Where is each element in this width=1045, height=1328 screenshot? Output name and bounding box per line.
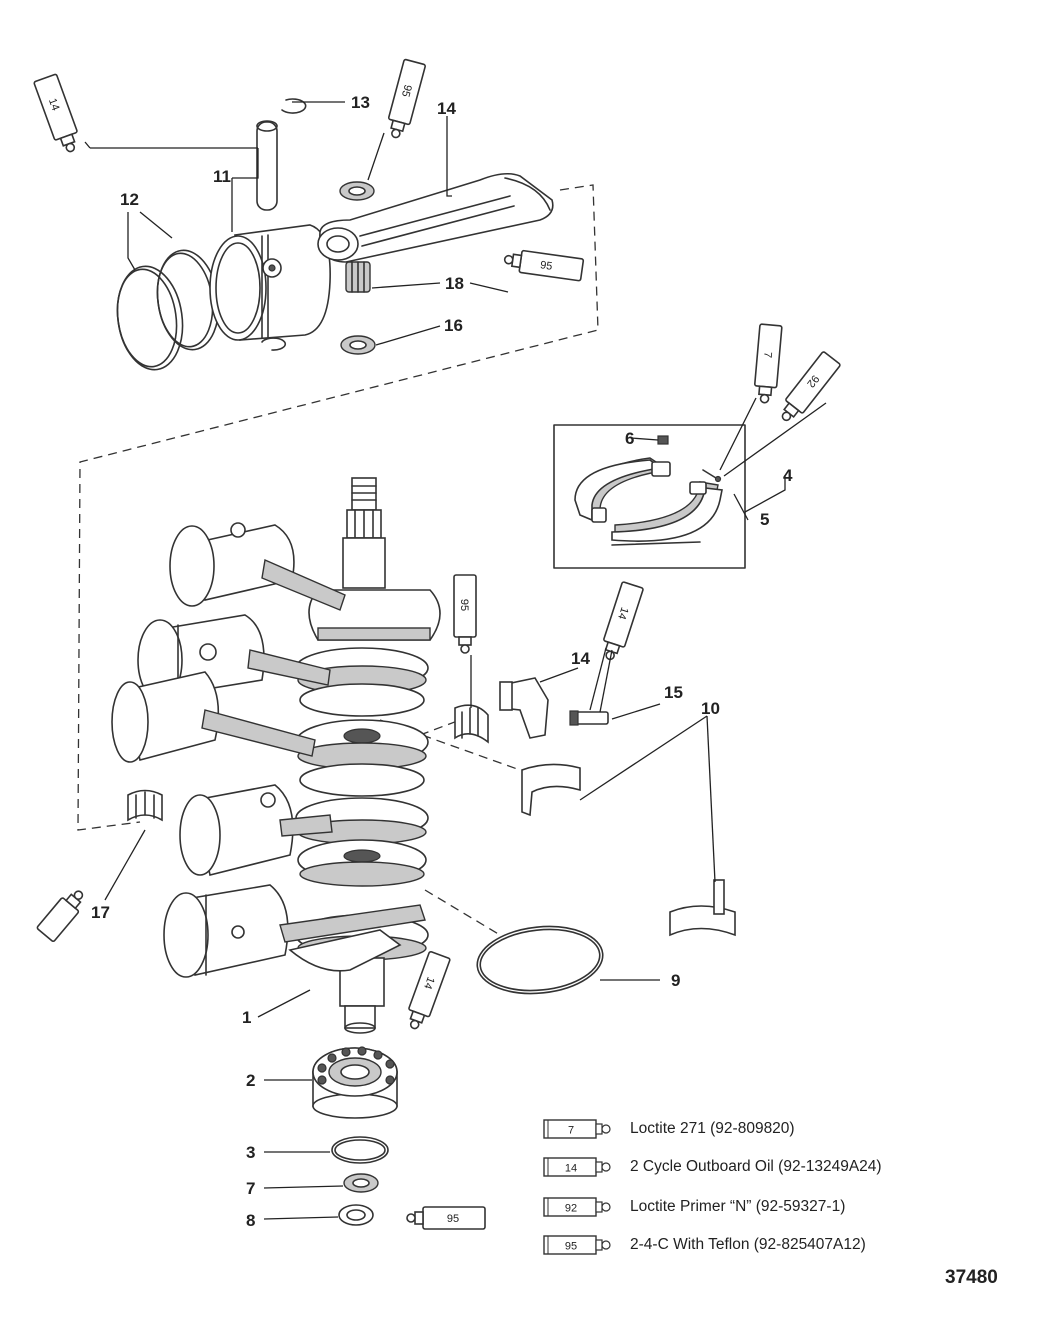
rod-washer-top [339, 181, 375, 201]
svg-text:7: 7 [761, 351, 773, 358]
callout-9: 9 [671, 971, 680, 990]
legend-label: 2-4-C With Teflon (92-825407A12) [630, 1236, 866, 1253]
legend-row-7: 7 Loctite 271 (92-809820) [542, 1116, 795, 1142]
seal-carrier-inset-frame [553, 424, 746, 569]
tube-95-top: 95 [387, 58, 426, 139]
legend-label: Loctite Primer “N” (92-59327-1) [630, 1198, 846, 1215]
callout-2: 2 [246, 1071, 255, 1090]
callout-3: 3 [246, 1143, 255, 1162]
callout-7: 7 [246, 1179, 255, 1198]
callout-1: 1 [242, 1008, 251, 1027]
seal-washer [338, 1204, 374, 1226]
svg-text:92: 92 [565, 1203, 577, 1215]
figure-number: 37480 [945, 1267, 998, 1288]
tube-14-left [36, 890, 84, 943]
ring-dashed-leader [424, 889, 501, 936]
rod-cap [499, 677, 549, 739]
callout-10: 10 [701, 699, 720, 718]
piston-set-left [111, 522, 426, 978]
leader-lines [84, 101, 827, 1220]
tube-92: 92 [781, 351, 841, 422]
seal-carrier [574, 435, 723, 546]
svg-text:14: 14 [565, 1163, 577, 1175]
legend-row-95: 95 2-4-C With Teflon (92-825407A12) [542, 1232, 866, 1258]
legend-label: Loctite 271 (92-809820) [630, 1120, 795, 1137]
bearing-dashed-leader-2 [419, 719, 461, 736]
rod-cap-screw [569, 710, 609, 726]
tube-icon: 92 [542, 1196, 612, 1218]
callout-17: 17 [91, 903, 110, 922]
tube-14-side: 14 [603, 581, 644, 661]
oil-seal [343, 1173, 379, 1193]
svg-text:92: 92 [804, 373, 821, 390]
tube-icon: 7 [542, 1118, 612, 1140]
callout-numbers: 13 14 11 12 18 16 6 4 5 14 15 10 17 9 1 … [91, 93, 793, 1230]
ball-bearing [312, 1046, 398, 1119]
callout-14-mid: 14 [571, 649, 590, 668]
callout-18: 18 [445, 274, 464, 293]
needle-bearing-cage [454, 704, 489, 744]
callout-8: 8 [246, 1211, 255, 1230]
tube-icon: 95 [542, 1234, 612, 1256]
tube-14-top: 14 [33, 73, 78, 153]
legend-row-92: 92 Loctite Primer “N” (92-59327-1) [542, 1194, 845, 1220]
needle-bearing-top [345, 261, 371, 293]
piston-pin [256, 120, 278, 211]
svg-text:95: 95 [458, 599, 470, 611]
main-bearing-half-lower [669, 879, 736, 937]
svg-text:95: 95 [447, 1213, 459, 1225]
callout-12: 12 [120, 190, 139, 209]
callout-6: 6 [625, 429, 634, 448]
piston-rings [116, 249, 220, 371]
legend-row-14: 14 2 Cycle Outboard Oil (92-13249A24) [542, 1154, 882, 1180]
retaining-ring-top [281, 98, 307, 114]
callout-15: 15 [664, 683, 683, 702]
rod-washer-bottom [340, 335, 376, 355]
retaining-ring-bottom [261, 337, 287, 351]
legend-label: 2 Cycle Outboard Oil (92-13249A24) [630, 1158, 882, 1175]
snap-ring [331, 1136, 389, 1164]
svg-text:7: 7 [568, 1125, 574, 1137]
tube-95-mid: 95 [503, 249, 585, 282]
tube-95-side: 95 [453, 574, 477, 654]
callout-5: 5 [760, 510, 769, 529]
callout-13: 13 [351, 93, 370, 112]
callout-11: 11 [213, 167, 231, 186]
svg-text:14: 14 [421, 975, 436, 991]
callout-14-top: 14 [437, 99, 456, 118]
svg-text:14: 14 [615, 606, 630, 621]
needle-bearing-left [127, 789, 163, 822]
connecting-rod [317, 172, 554, 263]
svg-text:14: 14 [46, 97, 61, 113]
piston [209, 224, 331, 341]
tube-95-bottom: 95 [406, 1206, 486, 1230]
main-bearing-half-upper [521, 763, 581, 817]
svg-text:95: 95 [539, 259, 553, 273]
snap-ring-inner [334, 1139, 386, 1161]
svg-text:95: 95 [565, 1241, 577, 1253]
bearing-dashed-leader [379, 719, 521, 771]
callout-16: 16 [444, 316, 463, 335]
callout-4: 4 [783, 466, 793, 485]
tube-7: 7 [754, 323, 783, 404]
tube-icon: 14 [542, 1156, 612, 1178]
svg-text:95: 95 [399, 83, 414, 98]
retaining-ring-large [476, 925, 604, 995]
tube-14-low: 14 [408, 951, 451, 1030]
